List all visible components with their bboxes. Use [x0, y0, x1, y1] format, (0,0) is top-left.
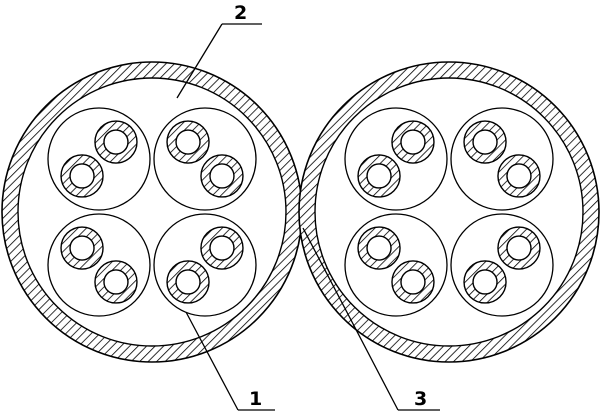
twisted-pair-unit: [344, 107, 448, 211]
leader-line-1: [185, 311, 239, 411]
callout-1: 1: [185, 311, 275, 411]
sheath-inner-bore: [17, 77, 287, 347]
conductor-core: [69, 163, 95, 189]
twisted-pair-unit: [47, 213, 151, 317]
twisted-pair-unit: [344, 213, 448, 317]
pair-unit-boundary: [153, 107, 257, 211]
conductor-core: [175, 129, 201, 155]
callout-label-2: 2: [234, 2, 247, 24]
cable-group: [1, 61, 600, 363]
conductor-core: [209, 235, 235, 261]
conductor-core: [506, 235, 532, 261]
pair-unit-boundary: [450, 213, 554, 317]
pair-unit-boundary: [450, 107, 554, 211]
pair-unit-boundary: [47, 213, 151, 317]
leader-line-2: [176, 23, 223, 99]
sheath-inner-bore: [314, 77, 584, 347]
pair-unit-boundary: [344, 213, 448, 317]
callout-label-1: 1: [249, 388, 262, 410]
conductor-core: [506, 163, 532, 189]
conductor-core: [69, 235, 95, 261]
twisted-pair-unit: [450, 213, 554, 317]
callout-label-3: 3: [414, 388, 427, 410]
twisted-pair-unit: [450, 107, 554, 211]
conductor-core: [366, 235, 392, 261]
conductor-core: [366, 163, 392, 189]
pair-unit-boundary: [47, 107, 151, 211]
conductor-core: [400, 129, 426, 155]
callout-2: 2: [176, 2, 262, 99]
conductor-core: [400, 269, 426, 295]
conductor-core: [472, 129, 498, 155]
twisted-pair-unit: [153, 213, 257, 317]
cable-1: [1, 61, 303, 363]
callout-3: 3: [302, 227, 440, 411]
conductor-core: [103, 129, 129, 155]
conductor-core: [472, 269, 498, 295]
twisted-pair-unit: [153, 107, 257, 211]
twisted-pair-unit: [47, 107, 151, 211]
conductor-core: [209, 163, 235, 189]
pair-unit-boundary: [344, 107, 448, 211]
pair-unit-boundary: [153, 213, 257, 317]
conductor-core: [103, 269, 129, 295]
leader-line-3: [302, 227, 399, 411]
cable-2: [298, 61, 600, 363]
conductor-core: [175, 269, 201, 295]
